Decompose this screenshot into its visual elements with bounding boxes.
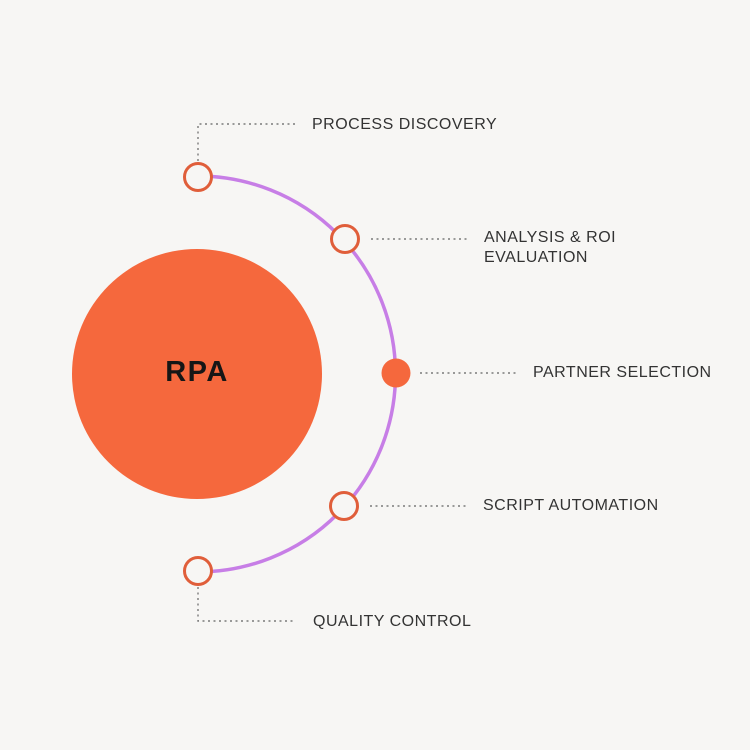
rpa-circle xyxy=(72,249,322,499)
step-label-process-discovery: PROCESS DISCOVERY xyxy=(312,116,498,133)
step-label-quality-control: QUALITY CONTROL xyxy=(313,613,472,630)
step-label-analysis-roi-evaluation: ANALYSIS & ROI EVALUATION xyxy=(484,229,617,266)
marker-script-automation xyxy=(329,491,359,521)
step-label-script-automation: SCRIPT AUTOMATION xyxy=(483,497,659,514)
marker-analysis-roi-evaluation xyxy=(330,224,360,254)
marker-partner-selection xyxy=(381,358,411,388)
marker-quality-control xyxy=(183,556,213,586)
connector-quality-control xyxy=(197,587,296,622)
connector-process-discovery xyxy=(197,123,297,161)
marker-process-discovery xyxy=(183,162,213,192)
step-label-partner-selection: PARTNER SELECTION xyxy=(533,364,712,381)
diagram-title: RPA xyxy=(165,356,229,389)
